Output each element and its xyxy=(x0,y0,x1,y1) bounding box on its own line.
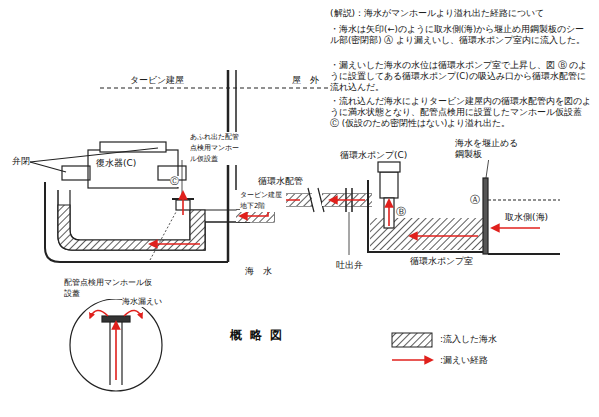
callout-mark: Ⓑ xyxy=(396,206,406,217)
callout-mark: Ⓐ xyxy=(470,194,480,205)
valve-label: 吐出弁 xyxy=(336,260,363,271)
legend-text: :流入した海水 xyxy=(440,334,497,345)
callout-mark: Ⓒ xyxy=(170,176,179,187)
note-heading: (解説)：海水がマンホールより溢れ出た経路について xyxy=(330,8,595,19)
note-text: ・流れ込んだ海水によりタービン建屋内の循環水配管内を図のように満水状態となり、配… xyxy=(330,96,592,129)
area-label: タービン建屋 xyxy=(130,75,184,86)
area-label: 屋 外 xyxy=(292,75,319,86)
callout-label: あふれ出た配管点検用マンホール仮設蓋 xyxy=(190,132,240,165)
valve-label: 弁閉 xyxy=(12,156,30,167)
legend-text: :漏えい経路 xyxy=(440,355,488,366)
area-label: タービン建屋地下2階 xyxy=(240,190,286,212)
part-label: 海水を堰止める鋼製板 xyxy=(455,138,525,160)
part-label: 循環水配管 xyxy=(258,176,303,187)
caption: 概 略 図 xyxy=(230,330,284,341)
part-label: 循環水ポンプ室 xyxy=(410,256,473,267)
note-text: ・漏えいした海水の水位は循環水ポンプ室で上昇し、図 Ⓑ のように設置してある循環… xyxy=(330,60,592,93)
note-text: ・海水は矢印(←)のように取水側(海)から堰止め用鋼製板のシール部(密閉部) Ⓐ… xyxy=(330,24,592,46)
part-label: 復水器(C) xyxy=(96,158,136,169)
water-label: 海 水 xyxy=(245,266,272,277)
area-label: 取水側(海) xyxy=(505,212,548,223)
part-label: 循環水ポンプ(C) xyxy=(340,150,407,161)
callout-label: 海水漏えい xyxy=(122,296,162,307)
